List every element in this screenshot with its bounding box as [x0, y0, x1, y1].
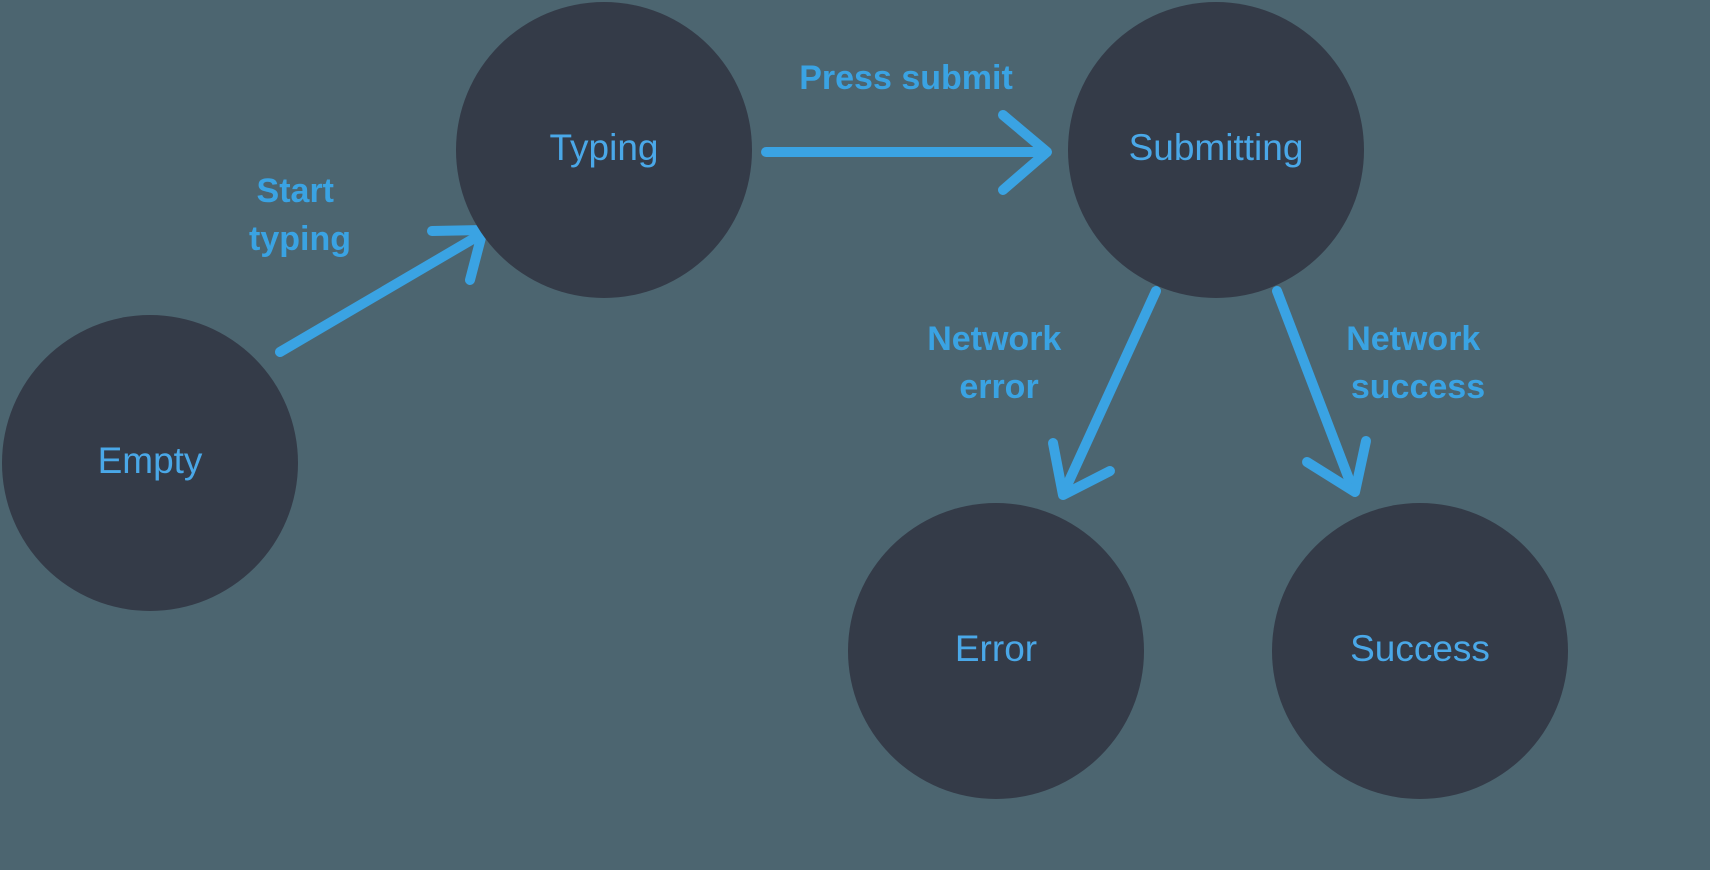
transition-submitting-to-success-arrowhead	[1302, 436, 1371, 497]
state-node-submitting-label: Submitting	[1129, 127, 1304, 168]
transition-empty-to-typing-label: Start typing	[249, 172, 351, 258]
transition-typing-to-submitting-label: Press submit	[799, 59, 1013, 97]
transition-label-line: Network	[927, 320, 1061, 358]
transition-label-line: success	[1351, 368, 1485, 406]
state-node-error-circle	[848, 503, 1144, 799]
transition-submitting-to-error-label: Network error	[927, 320, 1071, 406]
transition-typing-to-submitting-arrowhead	[998, 110, 1052, 195]
transition-submitting-to-error-line	[1059, 286, 1161, 497]
transition-typing-to-submitting[interactable]: Press submit	[761, 59, 1052, 195]
state-node-submitting[interactable]: Submitting	[1068, 2, 1364, 298]
transition-label-line: Press submit	[799, 59, 1013, 97]
transition-label-line: error	[959, 368, 1038, 406]
transition-label-line: typing	[249, 220, 351, 258]
state-node-error[interactable]: Error	[848, 503, 1144, 799]
transition-submitting-to-success[interactable]: Network success	[1272, 286, 1490, 497]
transition-submitting-to-success-label: Network success	[1346, 320, 1490, 406]
transition-label-line: Network	[1346, 320, 1480, 358]
transition-submitting-to-error[interactable]: Network error	[927, 286, 1161, 500]
state-node-success-label: Success	[1350, 628, 1490, 669]
state-node-submitting-circle	[1068, 2, 1364, 298]
transition-label-line: Start	[257, 172, 334, 210]
state-node-typing-circle	[456, 2, 752, 298]
state-node-empty-label: Empty	[98, 440, 203, 481]
transition-submitting-to-error-arrowhead	[1048, 438, 1115, 500]
state-node-success-circle	[1272, 503, 1568, 799]
state-node-empty-circle	[2, 315, 298, 611]
state-node-empty[interactable]: Empty	[2, 315, 298, 611]
state-node-typing[interactable]: Typing	[456, 2, 752, 298]
state-node-error-label: Error	[955, 628, 1037, 669]
transition-empty-to-typing-line	[275, 231, 483, 357]
transition-empty-to-typing[interactable]: Start typing	[249, 172, 488, 357]
transition-submitting-to-success-line	[1272, 286, 1357, 492]
state-node-success[interactable]: Success	[1272, 503, 1568, 799]
state-node-typing-label: Typing	[549, 127, 658, 168]
